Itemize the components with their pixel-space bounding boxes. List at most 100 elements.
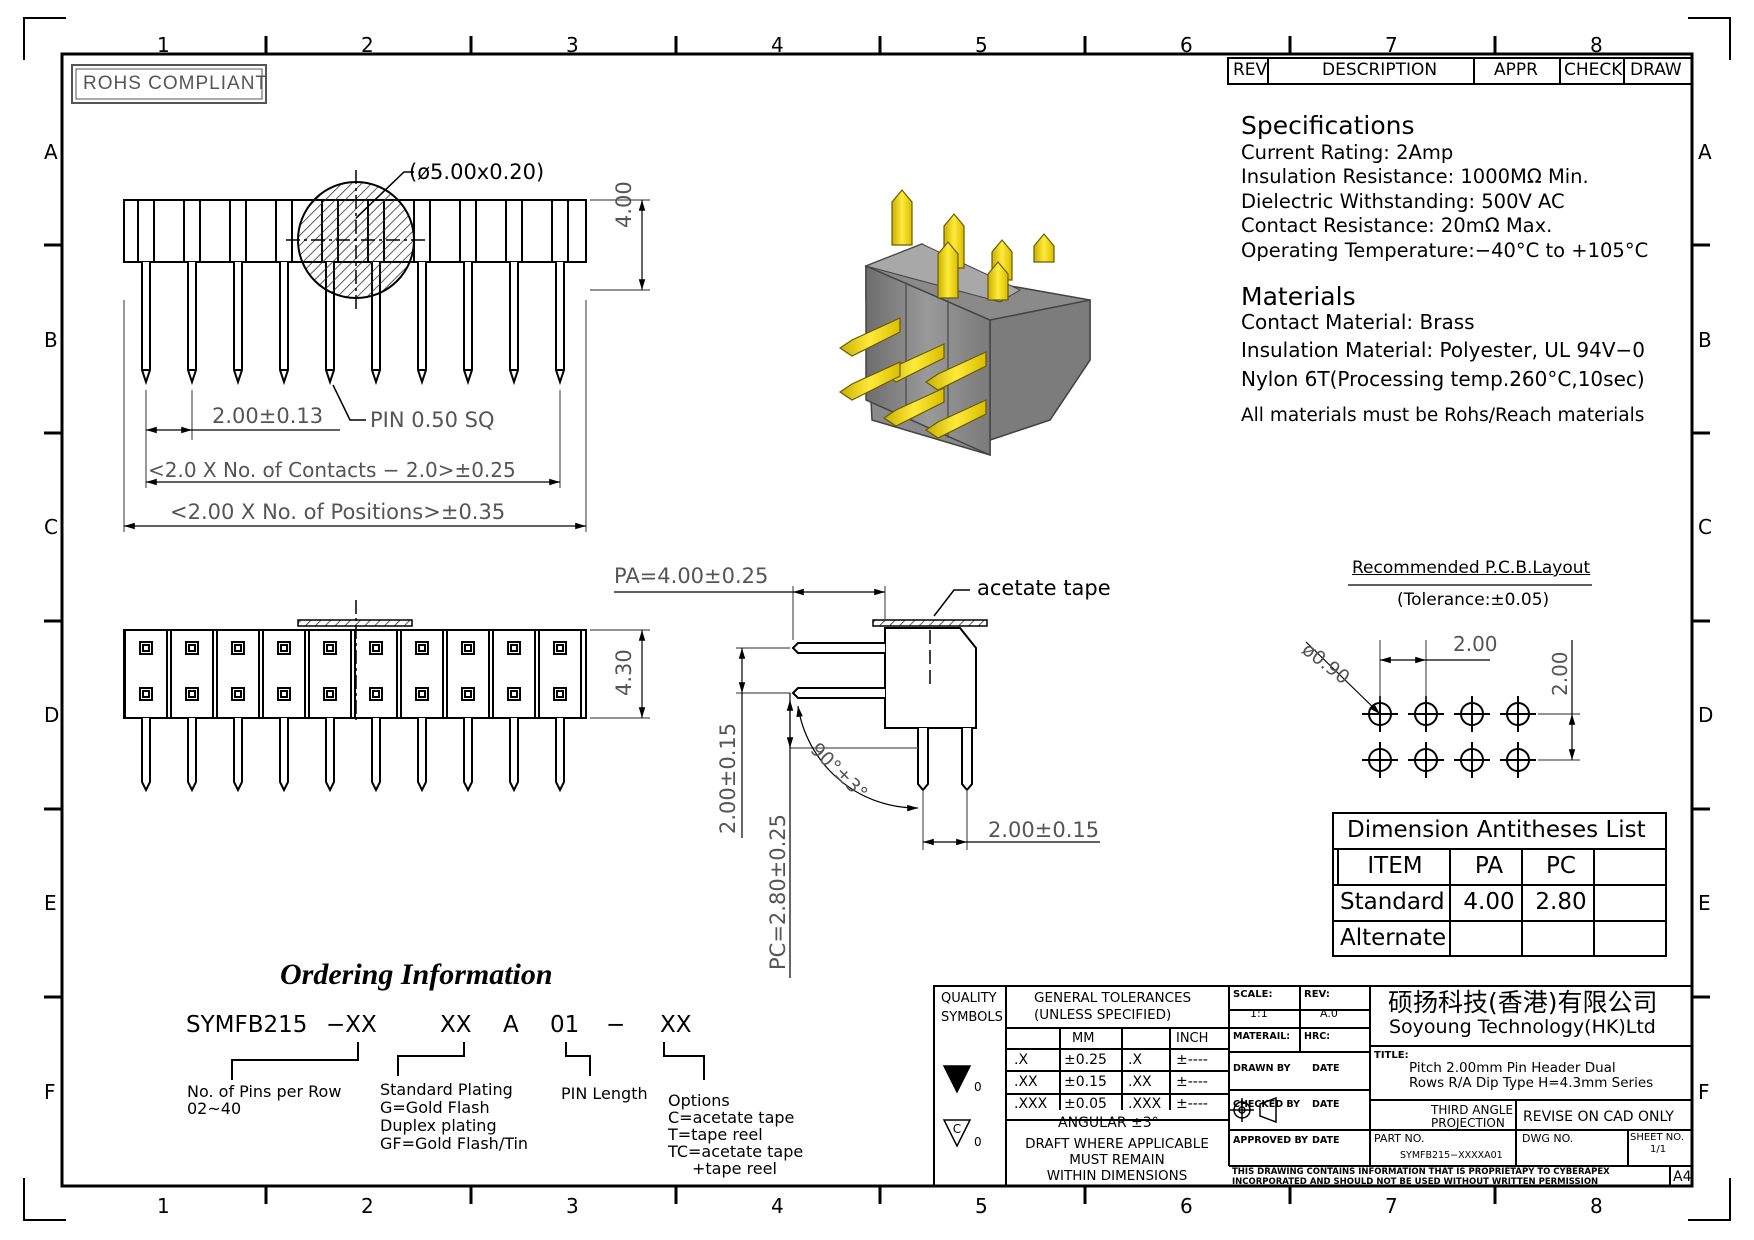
drawing-title-line: Pitch 2.00mm Pin Header Dual <box>1409 1060 1616 1076</box>
tolerance-cell: ±0.25 <box>1064 1052 1107 1068</box>
ordering-title: Ordering Information <box>280 958 553 991</box>
revise-note: REVISE ON CAD ONLY <box>1523 1109 1674 1125</box>
rev-value: A.0 <box>1320 1007 1338 1020</box>
dimension-table-lines <box>1332 812 1667 957</box>
ordering-options-label: C=acetate tape <box>668 1108 795 1127</box>
front-pin-inner <box>188 644 196 652</box>
quality-symbols-label: SYMBOLS <box>941 1010 1003 1025</box>
grid-column-label-bottom: 3 <box>566 1194 579 1218</box>
iso-vertical-pin <box>891 189 913 246</box>
ordering-options-label: +tape reel <box>692 1159 777 1178</box>
date-label: DATE <box>1312 1099 1340 1110</box>
grid-column-label-top: 6 <box>1180 33 1193 57</box>
tail-pitch-dim: 2.00±0.15 <box>988 818 1100 842</box>
grid-column-label-bottom: 5 <box>975 1194 988 1218</box>
grid-column-label-top: 3 <box>566 33 579 57</box>
top-pin <box>555 262 565 386</box>
ordering-code-part: −XX <box>326 1012 377 1038</box>
top-slot <box>183 199 201 263</box>
front-pin-inner <box>556 690 564 698</box>
dimension-table-cell: Alternate <box>1340 925 1447 951</box>
grid-row-label-left: D <box>44 703 60 727</box>
front-pin-inner <box>418 690 426 698</box>
front-pin <box>141 718 151 793</box>
date-label: DATE <box>1312 1135 1340 1146</box>
top-pin <box>187 262 197 386</box>
dimension-table-cell: 2.80 <box>1535 889 1587 915</box>
front-pin <box>555 718 565 793</box>
rev-label: REV: <box>1304 989 1330 1000</box>
grid-row-label-right: A <box>1698 140 1712 164</box>
row-pitch-dim: 2.00±0.15 <box>716 722 740 834</box>
pitch-dim: 2.00±0.13 <box>212 404 324 428</box>
front-pin-inner <box>188 690 196 698</box>
ordering-plating-label: Duplex plating <box>380 1116 497 1135</box>
front-pin-inner <box>372 690 380 698</box>
grid-column-label-bottom: 1 <box>157 1194 170 1218</box>
tolerance-cell: .XX <box>1128 1074 1152 1090</box>
front-height-dim: 4.30 <box>612 649 636 696</box>
dimension-table-header: PC <box>1546 853 1576 879</box>
spec-line: Operating Temperature:−40°C to +105°C <box>1241 239 1649 262</box>
pc-dim: PC=2.80±0.25 <box>766 813 790 970</box>
front-pin <box>279 718 289 793</box>
pcb-y-pitch: 2.00 <box>1548 651 1572 696</box>
front-pin <box>233 718 243 793</box>
grid-row-label-right: B <box>1698 328 1712 352</box>
front-pin-inner <box>510 690 518 698</box>
quality-symbols-label: QUALITY <box>941 991 997 1006</box>
front-pin <box>463 718 473 793</box>
draft-note: MUST REMAIN <box>1069 1152 1165 1168</box>
dimension-table-cell: Standard <box>1340 889 1445 915</box>
tolerance-cell: ±0.05 <box>1064 1096 1107 1112</box>
spec-line: Dielectric Withstanding: 500V AC <box>1241 190 1565 213</box>
pcb-tolerance: (Tolerance:±0.05) <box>1397 590 1550 610</box>
positions-dim: <2.00 X No. of Positions>±0.35 <box>170 500 506 524</box>
front-pin-inner <box>234 644 242 652</box>
iso-horizontal-pin <box>924 351 987 391</box>
rev-header: REV <box>1233 60 1268 80</box>
draft-note: WITHIN DIMENSIONS <box>1046 1168 1188 1184</box>
dwg-no-label: DWG NO. <box>1522 1132 1574 1145</box>
quality-triangle-filled-icon <box>942 1065 972 1094</box>
revision-table-lines <box>1227 57 1693 85</box>
tolerance-cell: .XXX <box>1014 1096 1048 1112</box>
iso-horizontal-pin <box>838 361 901 401</box>
material-line: Nylon 6T(Processing temp.260°C,10sec) <box>1241 367 1645 391</box>
grid-column-label-top: 7 <box>1385 33 1398 57</box>
grid-row-label-left: F <box>44 1080 56 1104</box>
circle-diameter-dim: (ø5.00x0.20) <box>409 160 545 184</box>
dimension-table-cell: 4.00 <box>1463 889 1515 915</box>
grid-column-label-bottom: 7 <box>1385 1194 1398 1218</box>
proprietary-notice: THIS DRAWING CONTAINS INFORMATION THAT I… <box>1232 1167 1610 1177</box>
grid-row-label-left: A <box>44 140 58 164</box>
mm-label: MM <box>1072 1031 1095 1046</box>
draw-header: DRAW <box>1630 60 1682 80</box>
front-pin-inner <box>464 690 472 698</box>
grid-column-label-top: 8 <box>1590 33 1603 57</box>
top-slot <box>413 199 431 263</box>
top-pin <box>509 262 519 386</box>
draft-note: DRAFT WHERE APPLICABLE <box>1025 1136 1209 1152</box>
front-pin-inner <box>372 644 380 652</box>
top-pin <box>417 262 427 386</box>
quality-symbols: C <box>942 1065 972 1148</box>
pcb-x-pitch: 2.00 <box>1453 632 1498 656</box>
dimension-table-header: ITEM <box>1367 853 1423 879</box>
front-pin-inner <box>280 644 288 652</box>
tolerance-cell: .X <box>1014 1052 1029 1068</box>
top-slot <box>229 199 247 263</box>
top-pin <box>463 262 473 386</box>
tolerance-cell: .XX <box>1014 1074 1038 1090</box>
top-height-dim: 4.00 <box>612 181 636 228</box>
company-name-en: Soyoung Technology(HK)Ltd <box>1389 1016 1656 1038</box>
quality-mark-value: 0 <box>974 1135 982 1149</box>
front-pin-inner <box>142 690 150 698</box>
front-pin-inner <box>510 644 518 652</box>
inch-label: INCH <box>1176 1031 1209 1046</box>
ordering-plating-label: G=Gold Flash <box>380 1098 490 1117</box>
part-no-label: PART NO. <box>1374 1132 1425 1145</box>
acetate-tape-label: acetate tape <box>977 576 1111 600</box>
grid-column-label-top: 4 <box>771 33 784 57</box>
